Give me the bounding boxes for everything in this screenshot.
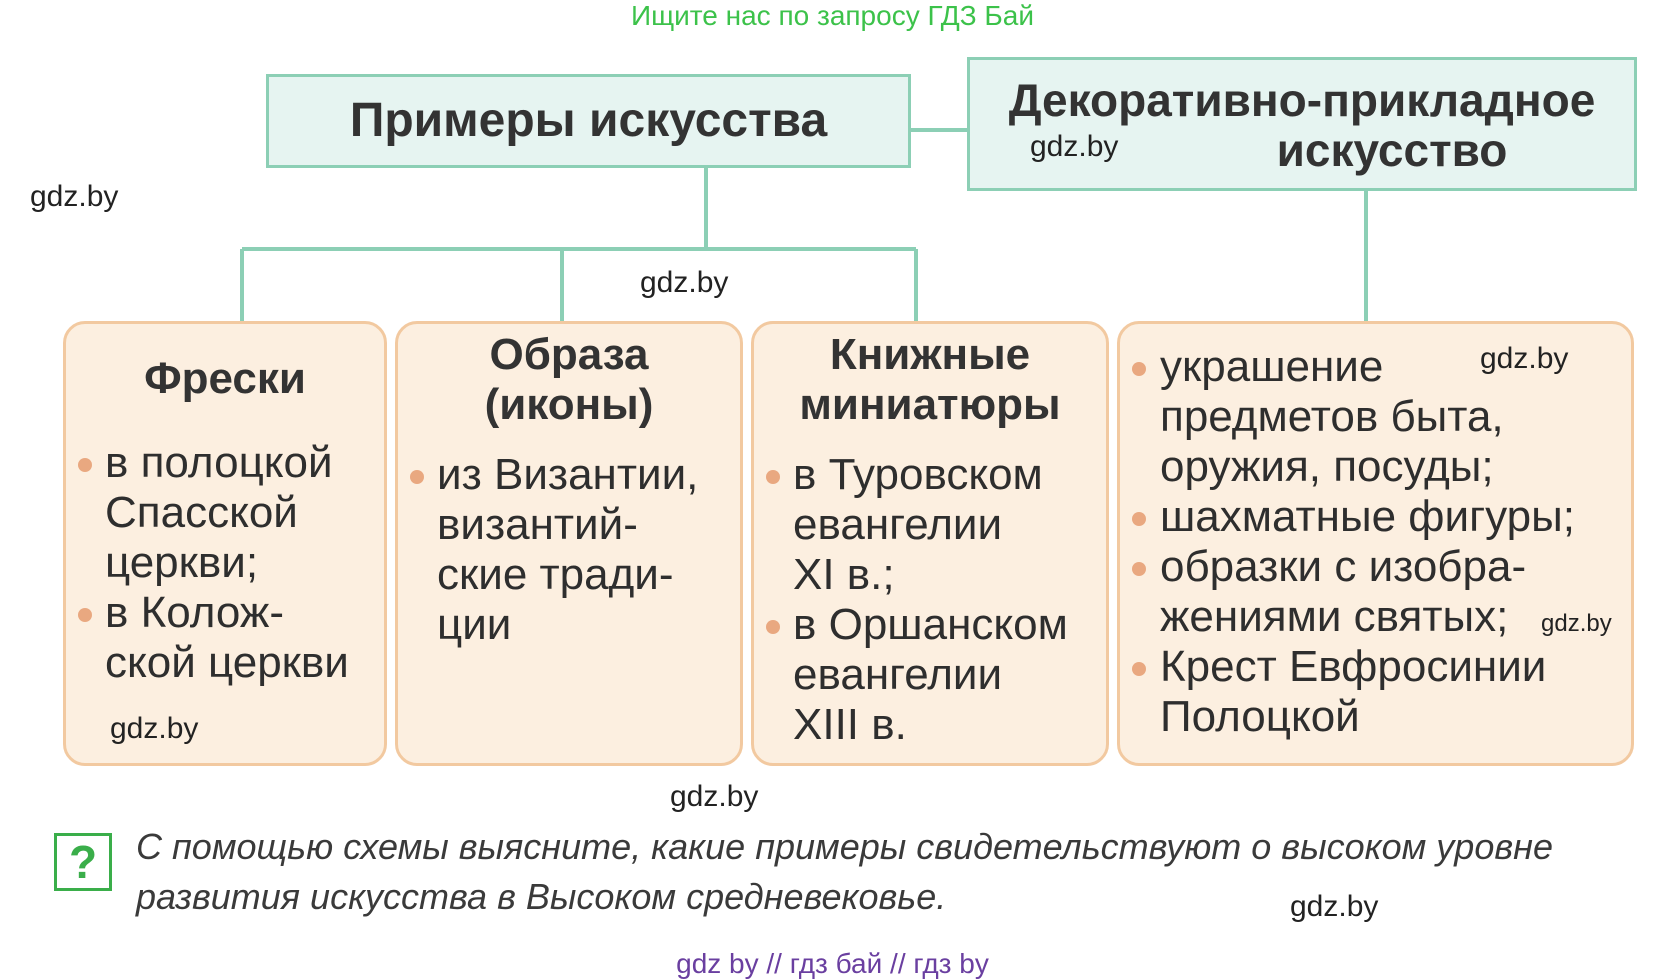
bullet-icon	[410, 470, 424, 484]
watermark: gdz.by	[640, 266, 729, 299]
footer-watermark: gdz by // гдз бай // гдз by	[676, 948, 989, 979]
list-item: в полоцкой Спасской церкви;	[66, 438, 384, 588]
list-item: в Туровском евангелии XI в.;	[754, 450, 1106, 600]
bullet-icon	[766, 620, 780, 634]
decorative-title-line1: Декоративно-прикладное	[1008, 74, 1596, 126]
list-item-text: в полоцкой Спасской церкви;	[105, 438, 333, 587]
card-list: из Византии, византий- ские тради- ции	[398, 450, 740, 650]
card-list: в Туровском евангелии XI в.; в Оршанском…	[754, 450, 1106, 750]
list-item-text: из Византии, византий- ские тради- ции	[437, 450, 699, 649]
card-decorative-examples: украшение предметов быта, оружия, посуды…	[1117, 321, 1634, 766]
card-list: в полоцкой Спасской церкви; в Колож- ско…	[66, 438, 384, 688]
list-item-text: образки с изобра- жениями святых;	[1160, 542, 1527, 641]
watermark: gdz.by	[670, 780, 759, 813]
bullet-icon	[78, 608, 92, 622]
root-box: Примеры искусства	[266, 74, 911, 168]
top-banner: Ищите нас по запросу ГДЗ Бай	[630, 0, 1035, 31]
watermark: gdz.by	[30, 180, 119, 213]
bullet-icon	[1132, 562, 1146, 576]
card-title-line2: миниатюры	[799, 380, 1061, 429]
bullet-icon	[78, 458, 92, 472]
watermark: gdz.by	[1480, 342, 1569, 375]
question-text: С помощью схемы выясните, какие примеры …	[136, 826, 1553, 917]
card-title: Книжные миниатюры	[754, 330, 1106, 430]
bullet-icon	[1132, 662, 1146, 676]
card-miniatures: Книжные миниатюры в Туровском евангелии …	[751, 321, 1109, 766]
bullet-icon	[1132, 362, 1146, 376]
card-list: украшение предметов быта, оружия, посуды…	[1120, 342, 1631, 742]
list-item: из Византии, византий- ские тради- ции	[398, 450, 740, 650]
decorative-box: Декоративно-прикладное искусство	[967, 57, 1637, 191]
list-item-text: украшение предметов быта, оружия, посуды…	[1160, 342, 1504, 491]
list-item-text: в Туровском евангелии XI в.;	[793, 450, 1043, 599]
card-title: Фрески	[144, 354, 306, 403]
list-item: образки с изобра- жениями святых;	[1120, 542, 1631, 642]
list-item-text: в Оршанском евангелии XIII в.	[793, 600, 1068, 749]
list-item: шахматные фигуры;	[1120, 492, 1631, 542]
watermark: gdz.by	[110, 712, 199, 745]
decorative-title-line2: искусство	[1276, 124, 1508, 176]
list-item: украшение предметов быта, оружия, посуды…	[1120, 342, 1631, 492]
watermark: gdz.by	[1290, 890, 1379, 923]
watermark: gdz.by	[1541, 610, 1612, 637]
card-title-line2: (иконы)	[484, 380, 654, 429]
bullet-icon	[1132, 512, 1146, 526]
list-item-text: в Колож- ской церкви	[105, 588, 349, 687]
question-icon: ?	[54, 833, 112, 891]
card-frescoes: Фрески в полоцкой Спасской церкви; в Кол…	[63, 321, 387, 766]
list-item: в Колож- ской церкви	[66, 588, 384, 688]
watermark: gdz.by	[1030, 130, 1119, 163]
card-icons: Образа (иконы) из Византии, византий- ск…	[395, 321, 743, 766]
card-title-line1: Образа	[489, 330, 649, 379]
list-item-text: шахматные фигуры;	[1160, 492, 1575, 541]
list-item: в Оршанском евангелии XIII в.	[754, 600, 1106, 750]
card-title: Образа (иконы)	[398, 330, 740, 430]
card-title-line1: Книжные	[829, 330, 1031, 379]
list-item-text: Крест Евфросинии Полоцкой	[1160, 642, 1547, 741]
bullet-icon	[766, 470, 780, 484]
list-item: Крест Евфросинии Полоцкой	[1120, 642, 1631, 742]
